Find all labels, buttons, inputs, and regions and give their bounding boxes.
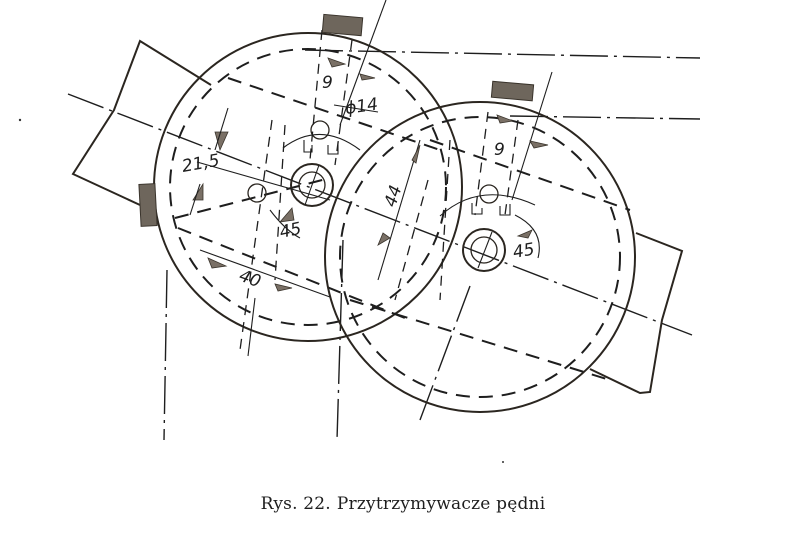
arrow bbox=[496, 114, 515, 124]
vertical-center-left bbox=[163, 269, 168, 441]
arrow bbox=[274, 283, 293, 292]
arrow bbox=[359, 73, 376, 81]
arrow bbox=[377, 232, 391, 246]
center-line-top bbox=[304, 49, 701, 59]
dim-label-45-left: 45 bbox=[278, 219, 303, 243]
hole-top-left bbox=[310, 120, 330, 140]
caption-label: Rys. 22. bbox=[260, 494, 331, 514]
hub-left-outer bbox=[290, 163, 334, 207]
caption-title: Przytrzymywacze pędni bbox=[336, 494, 546, 514]
hole-left bbox=[247, 183, 267, 203]
dim-label-44: 44 bbox=[381, 183, 407, 210]
shaft-bar-left bbox=[71, 39, 212, 206]
hole-right bbox=[479, 184, 499, 204]
arrow bbox=[529, 140, 549, 149]
hub-right-inner bbox=[470, 236, 498, 264]
arrow bbox=[207, 257, 228, 269]
scan-dot bbox=[502, 461, 504, 463]
dim-label-21-5: 21,5 bbox=[180, 151, 221, 177]
shaft-bar-right bbox=[589, 232, 684, 395]
arrow bbox=[327, 57, 347, 68]
dim-label-diameter: ϕ14 bbox=[344, 95, 379, 119]
dim-line bbox=[199, 249, 331, 298]
large-circle-right bbox=[324, 71, 636, 413]
hub-right-outer bbox=[462, 228, 506, 272]
dim-label-40: 40 bbox=[236, 266, 263, 292]
dim-line bbox=[196, 161, 331, 201]
hub-left-inner bbox=[298, 171, 326, 199]
brake-pad-top-left bbox=[321, 13, 364, 37]
arrow bbox=[411, 144, 421, 164]
arrow bbox=[279, 207, 295, 223]
center-line-right-top bbox=[509, 115, 701, 120]
arrow bbox=[516, 229, 533, 239]
dim-line bbox=[247, 297, 256, 357]
dim-line bbox=[189, 183, 201, 216]
vertical-center-middle bbox=[336, 239, 344, 441]
scan-dot bbox=[18, 118, 22, 122]
dim-line bbox=[333, 104, 379, 113]
diag-center-right bbox=[419, 285, 471, 421]
arrow bbox=[192, 182, 204, 201]
dim-label-9-left: 9 bbox=[322, 73, 333, 93]
brake-pad-top-right bbox=[490, 80, 535, 102]
arrow bbox=[214, 131, 229, 152]
dim-label-9-right: 9 bbox=[494, 140, 505, 160]
main-axis-line bbox=[67, 93, 693, 336]
figure-caption: Rys. 22.Przytrzymywacze pędni bbox=[0, 494, 800, 514]
dim-line bbox=[214, 107, 229, 151]
dim-label-45-right: 45 bbox=[511, 239, 536, 262]
brake-pad-left bbox=[138, 183, 158, 227]
